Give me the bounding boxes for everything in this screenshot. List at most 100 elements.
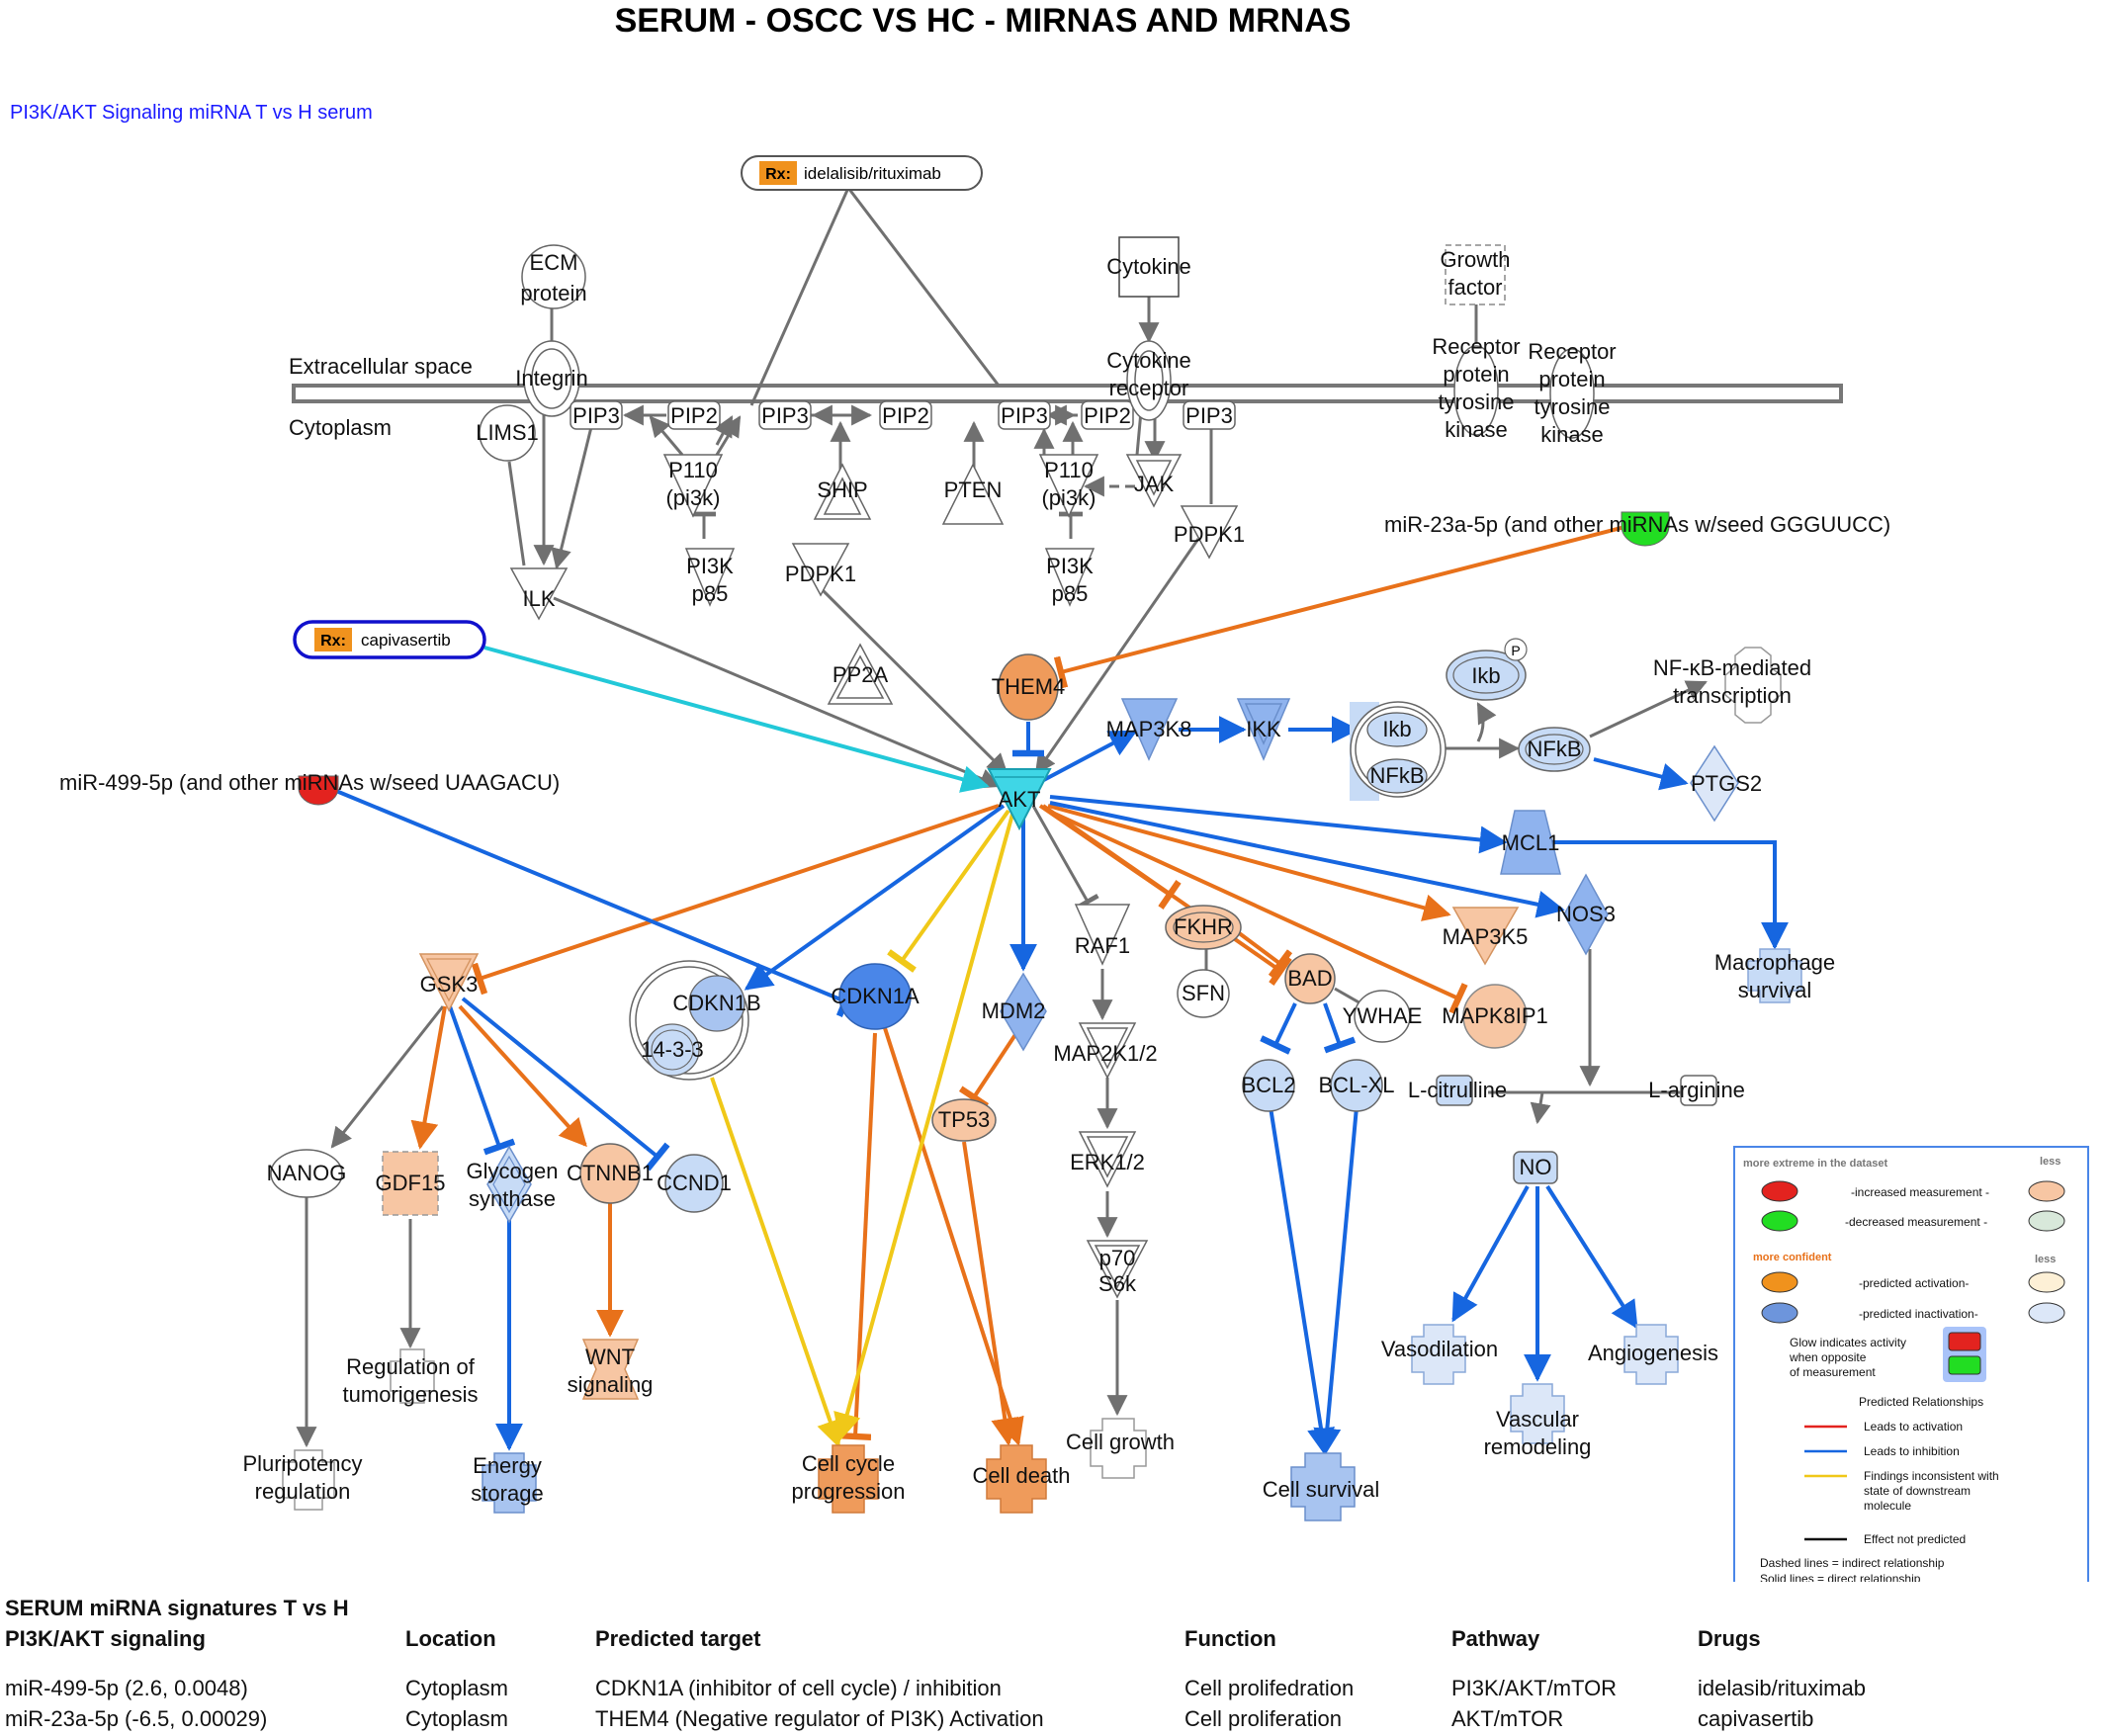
node-cell-cycle-progression[interactable]: Cell cycle progression	[792, 1444, 906, 1514]
node-pip2-c[interactable]: PIP2	[1081, 400, 1134, 430]
node-vascular-remodeling[interactable]: Vascular remodeling	[1484, 1383, 1592, 1459]
node-no[interactable]: NO	[1513, 1151, 1558, 1184]
node-erk12[interactable]: ERK1/2	[1070, 1131, 1145, 1188]
node-pdpk1-a[interactable]: PDPK1	[785, 543, 856, 597]
node-ywhae[interactable]: YWHAE	[1343, 990, 1423, 1043]
node-macrophage-survival[interactable]: Macrophage survival	[1714, 948, 1835, 1003]
node-cell-death[interactable]: Cell death	[972, 1444, 1071, 1514]
node-p110-b[interactable]: P110 (pi3k)	[1038, 454, 1099, 518]
node-nfkb[interactable]: NFkB	[1518, 727, 1591, 772]
node-cell-survival[interactable]: Cell survival	[1263, 1452, 1380, 1521]
node-ship[interactable]: SHIP	[813, 463, 872, 520]
node-mapk8ip1[interactable]: MAPK8IP1	[1442, 984, 1548, 1049]
node-map3k5[interactable]: MAP3K5	[1443, 907, 1529, 966]
lims1-label: LIMS1	[476, 420, 539, 445]
node-pip3-c[interactable]: PIP3	[998, 400, 1051, 430]
node-pip2-a[interactable]: PIP2	[667, 400, 721, 430]
node-pip3-a[interactable]: PIP3	[570, 400, 623, 430]
edge-fkhr-bad	[1232, 927, 1293, 979]
node-nfkb-transcription[interactable]: NF-κB-mediated transcription	[1653, 647, 1811, 724]
node-lcitrulline[interactable]: L-citrulline	[1408, 1075, 1507, 1106]
node-nos3[interactable]: NOS3	[1556, 873, 1616, 956]
node-pdpk1-b[interactable]: PDPK1	[1174, 505, 1245, 560]
node-ccnd1[interactable]: CCND1	[657, 1154, 732, 1213]
node-akt[interactable]: AKT	[987, 768, 1052, 831]
node-fkhr[interactable]: FKHR	[1165, 905, 1242, 950]
node-gdf15[interactable]: GDF15	[376, 1151, 446, 1216]
node-mir499[interactable]: miR-499-5p (and other miRNAs w/seed UAAG…	[59, 770, 560, 806]
node-vasodilation[interactable]: Vasodilation	[1381, 1324, 1498, 1385]
node-mdm2[interactable]: MDM2	[982, 972, 1047, 1052]
node-energy-storage[interactable]: Energy storage	[471, 1452, 544, 1514]
node-pp2a[interactable]: PP2A	[827, 643, 894, 705]
node-bad[interactable]: BAD	[1284, 953, 1336, 1004]
node-pten[interactable]: PTEN	[941, 463, 1005, 525]
ecm-label-1: ECM	[530, 250, 578, 275]
node-pi3k-p85-b[interactable]: PI3K p85	[1044, 548, 1096, 607]
edge-no-angiogenesis	[1545, 1184, 1638, 1330]
node-rtk-b[interactable]: Receptor protein tyrosine kinase	[1528, 339, 1616, 447]
mir499-label: miR-499-5p (and other miRNAs w/seed UAAG…	[59, 770, 560, 795]
fkhr-label: FKHR	[1174, 914, 1233, 939]
node-pip2-b[interactable]: PIP2	[879, 400, 932, 430]
map3k8-label: MAP3K8	[1106, 717, 1192, 741]
cell-death-label: Cell death	[972, 1463, 1070, 1488]
node-ctnnb1[interactable]: CTNNB1	[567, 1143, 654, 1204]
growth-factor-label-2: factor	[1447, 275, 1502, 300]
node-nanog[interactable]: NANOG	[267, 1149, 347, 1198]
node-cytokine[interactable]: Cytokine	[1106, 236, 1191, 298]
node-larginine[interactable]: L-arginine	[1648, 1075, 1745, 1106]
node-pi3k-p85-a[interactable]: PI3K p85	[684, 548, 736, 607]
node-tp53[interactable]: TP53	[931, 1098, 997, 1142]
node-rtk-a[interactable]: Receptor protein tyrosine kinase	[1432, 334, 1520, 442]
node-gsk3[interactable]: GSK3	[418, 953, 480, 1012]
node-jak[interactable]: JAK	[1125, 454, 1183, 508]
node-bcl2[interactable]: BCL2	[1241, 1059, 1296, 1112]
node-angiogenesis[interactable]: Angiogenesis	[1588, 1324, 1718, 1385]
node-sfn[interactable]: SFN	[1177, 969, 1230, 1018]
node-p110-a[interactable]: P110 (pi3k)	[662, 454, 724, 518]
node-cytokine-receptor[interactable]: Cytokine receptor	[1106, 340, 1191, 421]
node-glycogen-synthase[interactable]: Glycogen synthase	[467, 1145, 559, 1224]
legend-dashed: Dashed lines = indirect relationship	[1760, 1556, 1945, 1570]
node-pip3-d[interactable]: PIP3	[1183, 400, 1236, 430]
p70-label-1: p70	[1099, 1246, 1136, 1270]
node-growth-factor[interactable]: Growth factor	[1441, 244, 1511, 305]
node-raf1[interactable]: RAF1	[1074, 904, 1131, 966]
node-mcl1[interactable]: MCL1	[1500, 810, 1561, 875]
pathway-subtitle[interactable]: PI3K/AKT Signaling miRNA T vs H serum	[10, 102, 373, 124]
node-pluripotency[interactable]: Pluripotency regulation	[242, 1449, 363, 1511]
node-map2k12[interactable]: MAP2K1/2	[1053, 1022, 1158, 1080]
drug-idelalisib-node[interactable]: Rx: idelalisib/rituximab	[741, 155, 983, 191]
edge-akt-map3k5	[1047, 804, 1451, 921]
node-regulation-tumorigenesis[interactable]: Regulation of tumorigenesis	[343, 1348, 479, 1407]
column-function: Function	[1184, 1626, 1276, 1651]
cytokine-receptor-label-1: Cytokine	[1106, 348, 1191, 373]
node-p70-s6k[interactable]: p70 S6k	[1086, 1240, 1149, 1299]
node-ikk[interactable]: IKK	[1236, 698, 1291, 761]
node-cdkn1a[interactable]: CDKN1A	[831, 963, 920, 1030]
node-them4[interactable]: THEM4	[992, 653, 1066, 721]
node-ikb-nfkb-complex[interactable]: Ikb NFkB	[1350, 701, 1446, 801]
edge-gsk3-glycogen	[448, 1005, 516, 1156]
gdf15-label: GDF15	[376, 1171, 446, 1195]
node-bclxl[interactable]: BCL-XL	[1318, 1059, 1395, 1112]
node-ikb-phospho[interactable]: Ikb P	[1446, 638, 1528, 701]
node-mir23a[interactable]: miR-23a-5p (and other miRNAs w/seed GGGU…	[1384, 511, 1890, 547]
node-ptgs2[interactable]: PTGS2	[1690, 744, 1762, 823]
node-ilk[interactable]: ILK	[509, 567, 569, 621]
node-cdkn1b-complex[interactable]: CDKN1B 14-3-3	[629, 960, 761, 1081]
ptgs2-label: PTGS2	[1691, 771, 1762, 796]
drug-capivasertib-node[interactable]: Rx: capivasertib	[293, 620, 486, 659]
node-integrin[interactable]: Integrin	[515, 340, 588, 417]
node-lims1[interactable]: LIMS1	[476, 404, 539, 462]
ikb-phospho-label: Ikb	[1471, 663, 1500, 688]
node-wnt-signaling[interactable]: WNT signaling	[568, 1339, 654, 1400]
node-cell-growth[interactable]: Cell growth	[1066, 1418, 1175, 1479]
node-map3k8[interactable]: MAP3K8	[1106, 698, 1192, 761]
node-pip3-b[interactable]: PIP3	[758, 400, 812, 430]
node-ecm-protein[interactable]: ECM protein	[520, 244, 587, 309]
edge-bclxl-survival	[1313, 1106, 1359, 1456]
no-label: NO	[1520, 1155, 1552, 1179]
pi3k-b-label-2: p85	[1052, 581, 1089, 606]
